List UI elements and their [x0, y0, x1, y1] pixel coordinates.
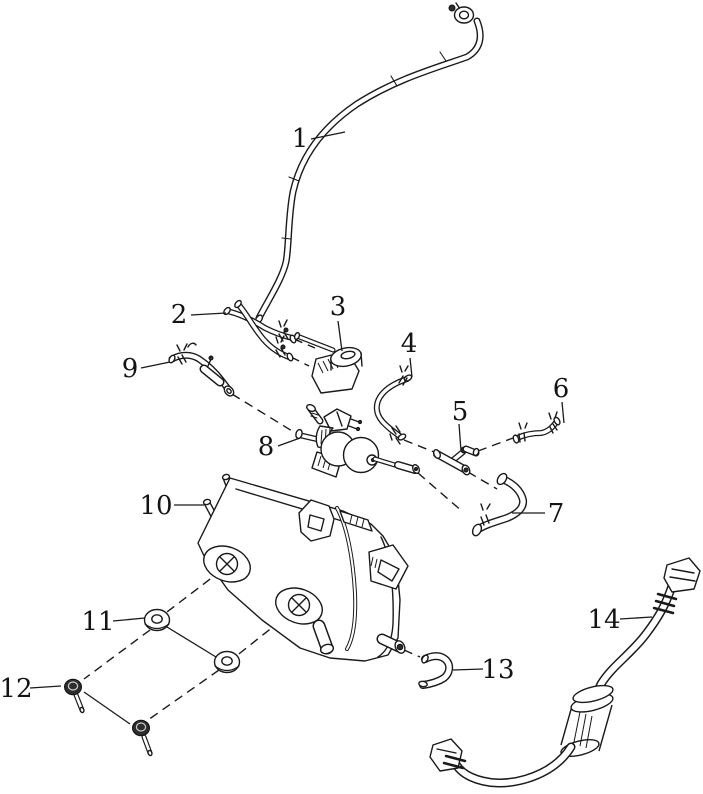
- part-label-5: 5: [452, 397, 469, 427]
- leader-line-12: [29, 685, 62, 689]
- part-9-short-elbow-hose: [168, 342, 235, 397]
- link-line-11: [166, 626, 217, 658]
- part-label-4: 4: [401, 329, 418, 359]
- callout-3: 3: [330, 292, 347, 352]
- part-label-12: 12: [0, 674, 33, 704]
- leader-line-11: [112, 617, 146, 622]
- part-label-14: 14: [587, 605, 620, 635]
- part-6-short-curved-hose: [512, 411, 561, 444]
- part-label-9: 9: [122, 354, 139, 384]
- part-label-10: 10: [139, 491, 172, 521]
- part-label-11: 11: [81, 607, 114, 637]
- leader-line-3: [337, 320, 343, 352]
- leader-line-5: [458, 423, 462, 452]
- link-line-12: [83, 691, 131, 725]
- part-11-washers: [143, 608, 241, 674]
- part-2-dual-branch-hose: [223, 299, 297, 362]
- part-label-8: 8: [258, 432, 275, 462]
- part-label-7: 7: [548, 499, 565, 529]
- leader-line-13: [452, 668, 484, 671]
- callout-12: 12: [0, 674, 131, 725]
- callout-9: 9: [122, 354, 171, 384]
- part-label-1: 1: [292, 124, 309, 154]
- part-4-elbow-hose: [377, 365, 413, 445]
- part-12-bolts: [64, 678, 153, 757]
- callout-1: 1: [292, 124, 346, 154]
- part-1-long-vent-tube: [254, 2, 480, 324]
- part-10-charcoal-canister: [197, 473, 409, 662]
- callout-4: 4: [401, 329, 418, 378]
- callout-2: 2: [171, 300, 227, 330]
- part-labels: 1 2 3 4 5 6 7 8: [0, 124, 653, 725]
- callout-6: 6: [553, 374, 570, 424]
- part-13-elbow-connector-hose: [418, 654, 449, 687]
- leader-line-6: [561, 401, 565, 424]
- part-5-tee-connector: [432, 447, 479, 476]
- callout-10: 10: [139, 491, 204, 521]
- part-3-small-valve: [293, 331, 363, 394]
- callout-11: 11: [81, 607, 217, 658]
- part-7-s-curved-hose: [471, 472, 523, 537]
- part-label-2: 2: [171, 300, 188, 330]
- leader-line-1: [310, 131, 346, 140]
- part-8-purge-valve: [295, 403, 421, 478]
- callout-7: 7: [512, 499, 564, 529]
- leader-line-14: [619, 616, 653, 620]
- part-label-3: 3: [330, 292, 347, 322]
- assembly-dashed-lines: [83, 338, 514, 721]
- part-14-vent-pipe-with-filter: [429, 557, 701, 783]
- part-label-6: 6: [553, 374, 570, 404]
- leader-line-8: [277, 437, 301, 447]
- leader-line-4: [409, 357, 413, 378]
- callout-13: 13: [452, 655, 515, 685]
- callout-8: 8: [258, 432, 301, 462]
- part-label-13: 13: [481, 655, 514, 685]
- callout-14: 14: [587, 605, 653, 635]
- leader-line-9: [140, 361, 171, 369]
- leader-line-2: [190, 312, 227, 316]
- callout-5: 5: [452, 397, 469, 452]
